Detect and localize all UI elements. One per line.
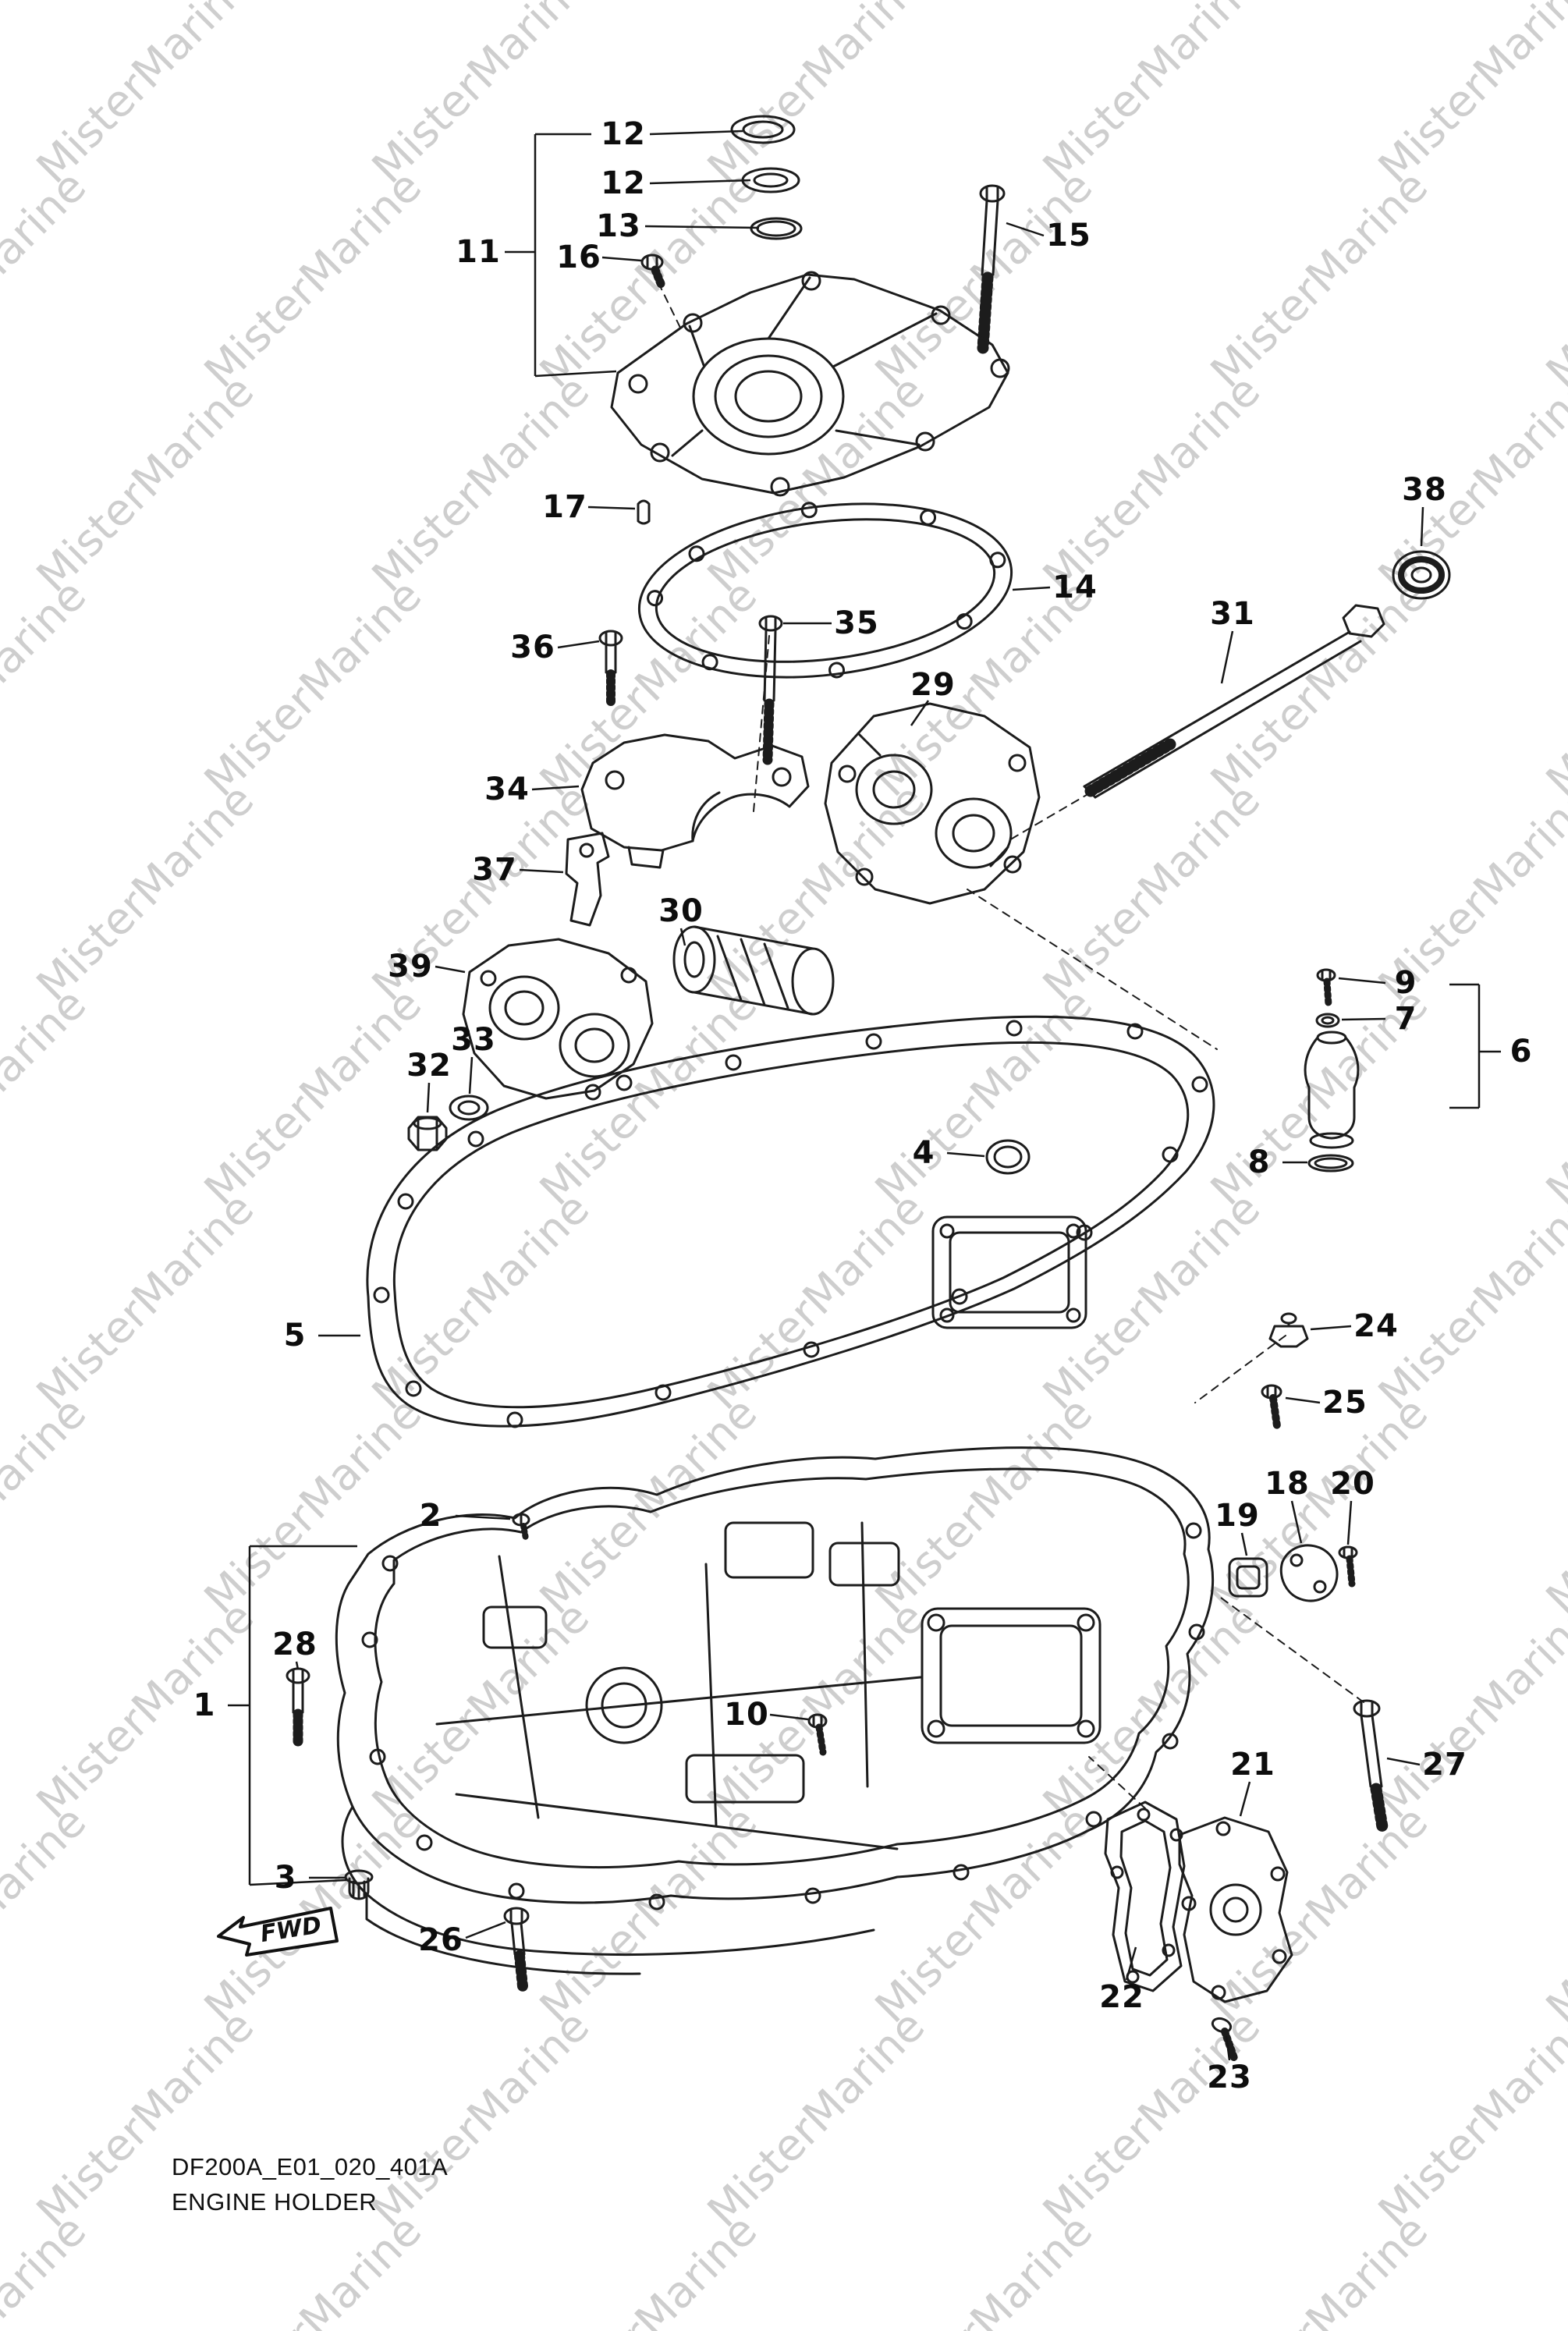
part-number-16: 16: [556, 239, 601, 275]
part-grommet-38: [1392, 550, 1451, 600]
part-bracket-37: [565, 832, 610, 927]
part-number-17: 17: [542, 489, 587, 525]
part-washer-7: [1315, 1013, 1340, 1028]
part-bushing-30: [672, 925, 835, 1016]
part-bolt-20: [1338, 1545, 1358, 1588]
part-number-39: 39: [388, 949, 433, 985]
part-number-24: 24: [1353, 1308, 1399, 1344]
part-number-2: 2: [419, 1498, 442, 1534]
part-gasket-14: [637, 502, 1013, 679]
part-number-8: 8: [1247, 1144, 1271, 1180]
part-bolt-25: [1261, 1384, 1282, 1430]
part-number-33: 33: [451, 1022, 496, 1058]
part-gasket-22: [1104, 1801, 1186, 1992]
part-number-9: 9: [1394, 965, 1417, 1001]
part-number-12: 12: [601, 165, 646, 201]
part-bolt-15: [977, 184, 1006, 354]
part-number-14: 14: [1052, 569, 1098, 605]
part-number-34: 34: [484, 772, 530, 807]
part-bolt-36: [598, 630, 623, 707]
part-number-1: 1: [193, 1687, 216, 1723]
part-number-19: 19: [1215, 1498, 1260, 1534]
part-bolt-35: [758, 615, 783, 765]
part-bolt-23: [1211, 2017, 1238, 2062]
part-gasket-19: [1228, 1557, 1268, 1598]
part-number-38: 38: [1402, 472, 1447, 508]
part-engine-mount-39: [462, 938, 654, 1100]
drawing-footer: DF200A_E01_020_401A ENGINE HOLDER: [172, 2150, 448, 2220]
part-bolt-26: [503, 1907, 530, 1992]
part-number-36: 36: [510, 630, 555, 665]
part-number-7: 7: [1394, 1001, 1417, 1037]
part-number-6: 6: [1509, 1034, 1533, 1070]
part-number-29: 29: [910, 667, 956, 703]
part-oring-8: [1307, 1154, 1354, 1173]
drawing-title: ENGINE HOLDER: [172, 2187, 378, 2216]
part-engine-holder-cover: [610, 271, 1010, 497]
part-number-31: 31: [1210, 596, 1255, 632]
part-number-22: 22: [1099, 1979, 1144, 2015]
part-number-15: 15: [1046, 218, 1091, 254]
part-screw-2: [512, 1513, 530, 1542]
construction-lines: [651, 269, 1364, 1809]
part-fitting-tube-6: [1304, 1031, 1360, 1149]
part-number-23: 23: [1207, 2060, 1252, 2095]
part-pin-17: [637, 499, 651, 525]
part-engine-holder-body: [335, 1446, 1215, 1975]
part-bolt-10: [807, 1713, 828, 1756]
part-clamp-24: [1268, 1312, 1309, 1348]
drawing-code: DF200A_E01_020_401A: [172, 2153, 449, 2180]
part-seal-4: [985, 1139, 1031, 1175]
part-number-3: 3: [274, 1860, 297, 1896]
part-number-5: 5: [283, 1318, 307, 1354]
part-number-4: 4: [912, 1135, 935, 1171]
part-number-27: 27: [1422, 1747, 1467, 1783]
part-number-10: 10: [724, 1697, 769, 1733]
part-number-32: 32: [406, 1048, 452, 1084]
part-cover-21: [1178, 1816, 1293, 2003]
part-number-25: 25: [1322, 1385, 1368, 1421]
part-bolt-31: [1083, 604, 1385, 799]
part-number-12: 12: [601, 116, 646, 152]
part-number-28: 28: [272, 1627, 318, 1662]
fwd-flag-outline: [217, 1907, 339, 1957]
part-seal-12a: [730, 115, 796, 144]
part-number-18: 18: [1265, 1466, 1310, 1502]
part-number-37: 37: [472, 852, 517, 888]
part-bolt-9: [1316, 968, 1336, 1009]
part-number-21: 21: [1230, 1747, 1275, 1783]
part-engine-mount-29: [824, 702, 1041, 905]
part-number-20: 20: [1330, 1466, 1375, 1502]
part-mount-bracket-34: [580, 733, 810, 869]
part-gasket-5: [366, 1015, 1215, 1428]
part-cover-18: [1279, 1544, 1339, 1602]
part-number-11: 11: [456, 234, 501, 270]
part-washer-33: [449, 1095, 489, 1121]
fwd-flag: FWD: [212, 1897, 343, 1969]
part-number-13: 13: [596, 208, 641, 244]
part-plug-3: [344, 1869, 374, 1900]
part-number-35: 35: [834, 605, 879, 641]
part-number-30: 30: [658, 893, 704, 929]
part-bolt-27: [1353, 1699, 1389, 1833]
part-number-26: 26: [418, 1922, 463, 1958]
